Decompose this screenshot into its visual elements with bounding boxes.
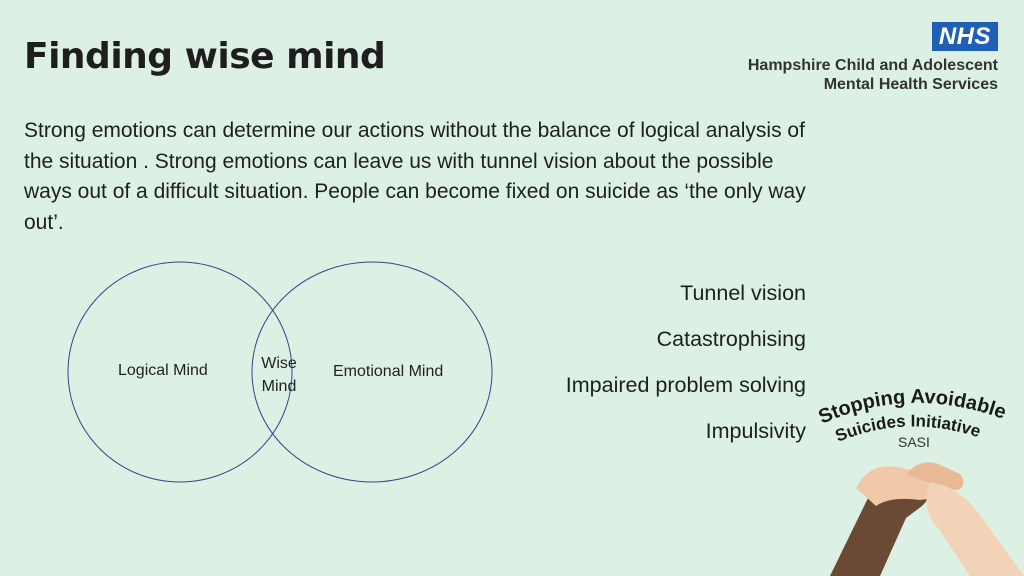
- emotional-mind-label: Emotional Mind: [333, 363, 444, 380]
- nhs-branding: NHS Hampshire Child and Adolescent Menta…: [748, 22, 998, 94]
- venn-diagram: Logical Mind Wise Mind Emotional Mind: [60, 258, 500, 488]
- sasi-logo: Stopping Avoidable Suicides Initiative: [815, 386, 1024, 576]
- org-name-line2: Mental Health Services: [823, 76, 998, 93]
- slide-title: Finding wise mind: [24, 36, 386, 77]
- wise-mind-line1: Wise: [261, 355, 297, 372]
- sasi-abbreviation: SASI: [898, 434, 930, 450]
- logical-mind-label: Logical Mind: [118, 362, 208, 379]
- handshake-icon: [830, 462, 1024, 576]
- org-name-line1: Hampshire Child and Adolescent: [747, 57, 998, 74]
- venn-circles: [67, 261, 493, 483]
- effect-item: Catastrophising: [656, 327, 806, 351]
- effect-item: Tunnel vision: [680, 281, 806, 305]
- wise-mind-line2: Mind: [261, 378, 297, 395]
- effect-item: Impulsivity: [705, 419, 806, 443]
- effect-item: Impaired problem solving: [565, 373, 806, 397]
- logical-mind-circle: [67, 261, 293, 483]
- nhs-logo: NHS: [931, 22, 998, 51]
- intro-paragraph: Strong emotions can determine our action…: [24, 119, 806, 234]
- emotional-mind-circle: [251, 261, 493, 483]
- effects-list: Tunnel vision Catastrophising Impaired p…: [566, 270, 806, 454]
- wise-mind-label: Wise Mind: [256, 352, 302, 398]
